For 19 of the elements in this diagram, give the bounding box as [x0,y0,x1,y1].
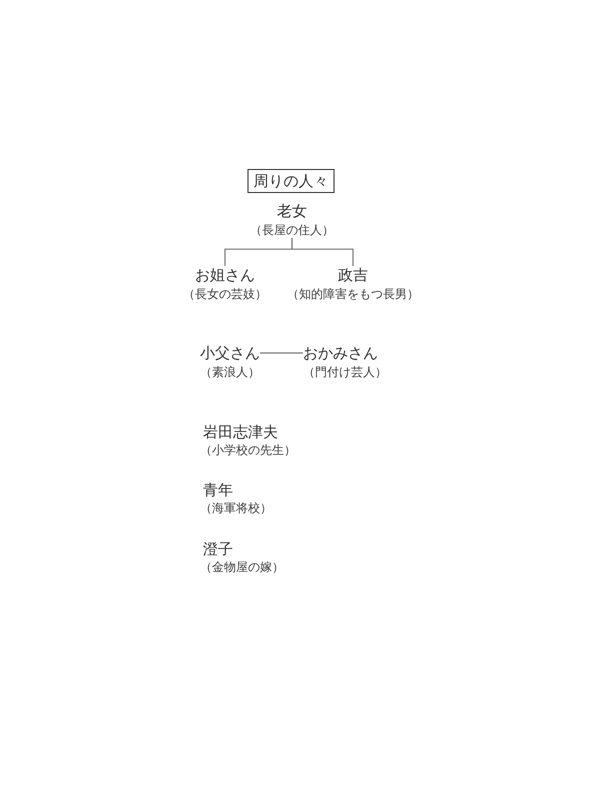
person-name: 政吉 [338,266,368,284]
role-note: （小学校の先生） [200,442,296,458]
connector-line [260,352,303,354]
role-note: （長女の芸妓） [183,286,267,302]
person-name: お姐さん [195,266,255,284]
person-name: 岩田志津夫 [203,423,278,441]
role-note: （素浪人） [200,364,260,380]
person-name: 小父さん [200,344,260,362]
person-name: 澄子 [203,540,233,558]
title-box: 周りの人々 [248,169,334,193]
person-name: 老女 [277,202,307,220]
person-name: 青年 [203,481,233,499]
person-name: おかみさん [303,344,378,362]
role-note: （門付け芸人） [303,364,387,380]
connector-line [291,238,354,266]
role-note: （金物屋の嫁） [200,559,284,575]
role-note: （海軍将校） [200,500,272,516]
role-note: （長屋の住人） [250,222,334,238]
role-note: （知的障害をもつ長男） [287,286,419,302]
